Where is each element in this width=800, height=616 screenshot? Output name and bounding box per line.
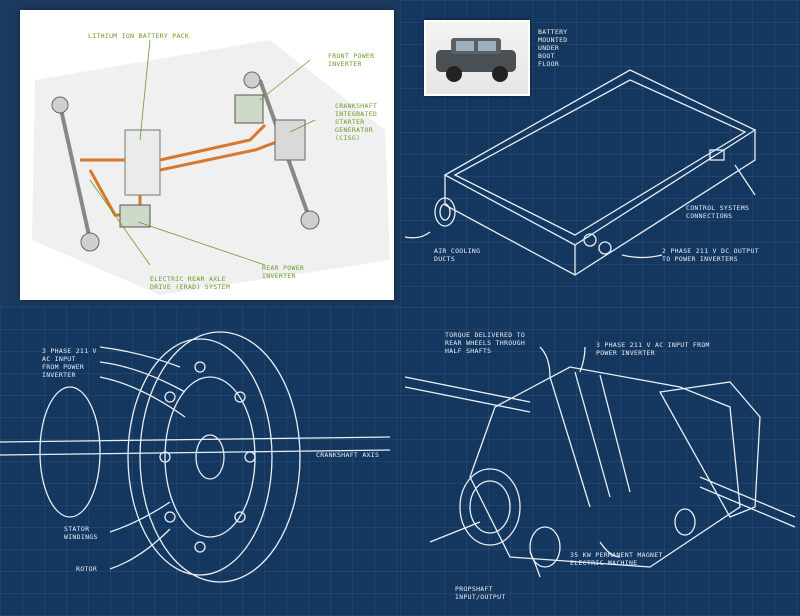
label-control-connections: Control systems connections [686, 204, 750, 220]
label-motor-ac-input: 3 phase 211 v AC input from power invert… [42, 347, 97, 379]
label-crankshaft-axis: Crankshaft axis [316, 451, 380, 459]
chassis-panel: Lithium ion battery pack Front power inv… [0, 0, 400, 307]
label-stator-windings: Stator windings [64, 525, 98, 541]
label-battery-pack: Lithium ion battery pack [88, 32, 190, 40]
label-battery-mounted: Battery mounted under boot floor [538, 28, 568, 68]
label-air-cooling: Air cooling ducts [434, 247, 481, 263]
motor-panel: 3 phase 211 v AC input from power invert… [0, 307, 400, 616]
car-icon [436, 38, 516, 82]
label-axle-ac-input: 3 phase 211 v AC input from power invert… [596, 341, 710, 357]
battery-drawing [404, 69, 757, 276]
car-photo [424, 20, 530, 96]
motor-drawing [0, 331, 391, 583]
label-propshaft: Propshaft input/output [455, 585, 506, 601]
label-torque-delivery: Torque delivered to rear wheels through … [445, 331, 526, 355]
label-rear-axle-drive: Electric rear axle drive (ERAD) system [150, 275, 231, 291]
label-rotor: Rotor [76, 565, 98, 573]
label-dc-output: 2 phase 211 v DC output to power inverte… [662, 247, 759, 263]
label-crankshaft-generator: Crankshaft integrated starter generator … [335, 102, 378, 142]
chassis-card [20, 10, 394, 300]
axle-panel: Torque delivered to rear wheels through … [400, 307, 800, 616]
label-rear-inverter: Rear power inverter [262, 264, 305, 280]
chassis-drawing [32, 39, 390, 295]
label-magnet-machine: 35 kw permanent magnet electric machine [570, 551, 663, 567]
label-front-inverter: Front power inverter [328, 52, 375, 68]
axle-drawing [404, 346, 796, 578]
